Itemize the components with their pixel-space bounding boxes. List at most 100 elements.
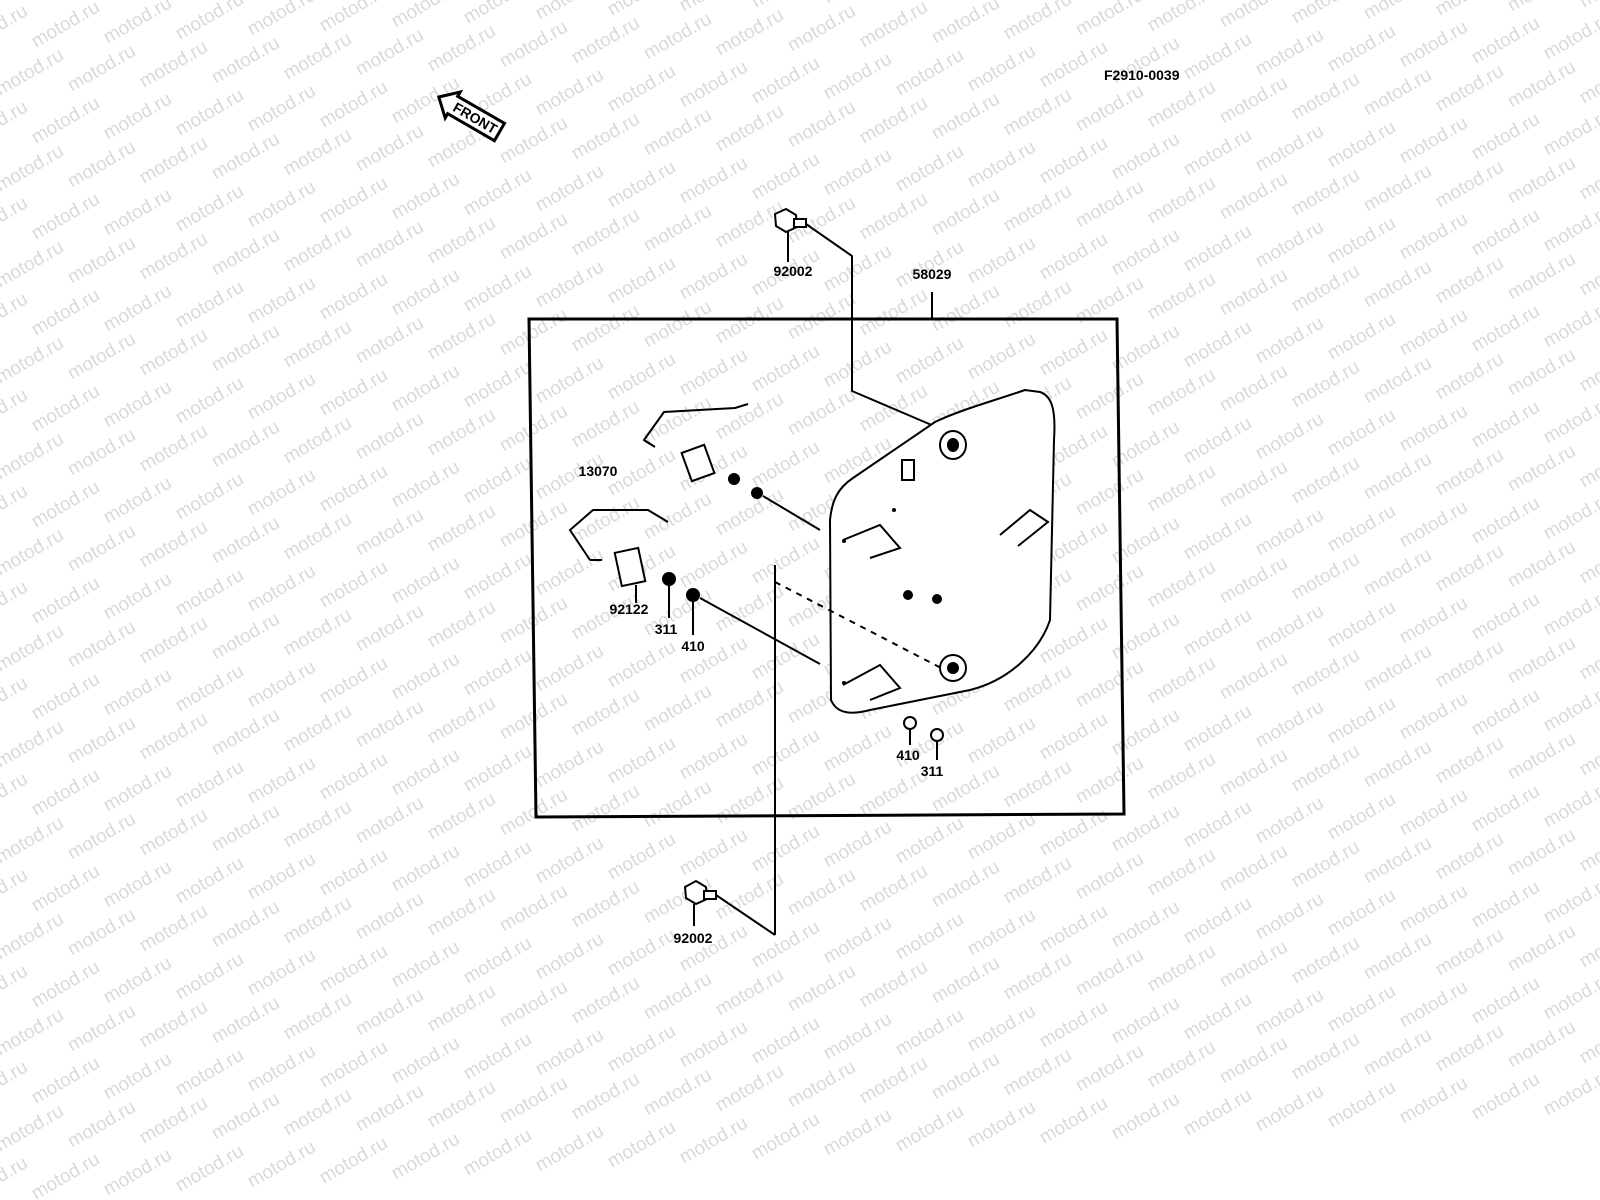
watermark-text: motod.ru: [1288, 69, 1363, 125]
watermark-text: motod.ru: [1000, 853, 1075, 909]
watermark-text: motod.ru: [28, 285, 103, 341]
watermark-text: motod.ru: [388, 937, 463, 993]
watermark-text: motod.ru: [712, 485, 787, 541]
watermark-text: motod.ru: [1360, 545, 1435, 601]
watermark-text: motod.ru: [424, 309, 499, 365]
watermark-text: motod.ru: [208, 897, 283, 953]
watermark-text: motod.ru: [1036, 901, 1111, 957]
watermark-text: motod.ru: [244, 273, 319, 329]
watermark-text: motod.ru: [100, 1049, 175, 1105]
watermark-text: motod.ru: [28, 669, 103, 725]
watermark-text: motod.ru: [1360, 833, 1435, 889]
watermark-text: motod.ru: [820, 913, 895, 969]
watermark-text: motod.ru: [172, 949, 247, 1005]
watermark-text: motod.ru: [1396, 593, 1471, 649]
watermark-text: motod.ru: [424, 693, 499, 749]
watermark-text: motod.ru: [1072, 465, 1147, 521]
watermark-text: motod.ru: [1216, 169, 1291, 225]
watermark-text: motod.ru: [424, 789, 499, 845]
watermark-text: motod.ru: [1468, 109, 1543, 165]
watermark-text: motod.ru: [856, 1053, 931, 1109]
watermark-text: motod.ru: [316, 845, 391, 901]
watermark-text: motod.ru: [1504, 0, 1579, 16]
watermark-text: motod.ru: [208, 705, 283, 761]
watermark-text: motod.ru: [316, 269, 391, 325]
watermark-text: motod.ru: [0, 621, 67, 677]
watermark-text: motod.ru: [100, 761, 175, 817]
watermark-text: motod.ru: [388, 841, 463, 897]
watermark-text: motod.ru: [640, 585, 715, 641]
watermark-text: motod.ru: [280, 989, 355, 1045]
watermark-text: motod.ru: [784, 289, 859, 345]
watermark-text: motod.ru: [1216, 553, 1291, 609]
watermark-text: motod.ru: [64, 905, 139, 961]
watermark-text: motod.ru: [1144, 845, 1219, 901]
watermark-text: motod.ru: [748, 341, 823, 397]
watermark-text: motod.ru: [0, 865, 31, 921]
watermark-text: motod.ru: [316, 365, 391, 421]
watermark-text: motod.ru: [1180, 797, 1255, 853]
watermark-text: motod.ru: [748, 53, 823, 109]
watermark-text: motod.ru: [1252, 889, 1327, 945]
watermark-text: motod.ru: [64, 41, 139, 97]
watermark-text: motod.ru: [280, 1085, 355, 1141]
watermark-text: motod.ru: [1360, 1025, 1435, 1081]
watermark-text: motod.ru: [1216, 457, 1291, 513]
watermark-text: motod.ru: [1504, 537, 1579, 593]
watermark-text: motod.ru: [1540, 489, 1600, 545]
watermark-text: motod.ru: [352, 601, 427, 657]
watermark-text: motod.ru: [1180, 509, 1255, 565]
watermark-text: motod.ru: [172, 1045, 247, 1101]
watermark-text: motod.ru: [1468, 205, 1543, 261]
mounting-plate: [828, 388, 1056, 742]
watermark-text: motod.ru: [964, 905, 1039, 961]
watermark-text: motod.ru: [856, 0, 931, 52]
watermark-text: motod.ru: [64, 425, 139, 481]
watermark-text: motod.ru: [1252, 409, 1327, 465]
watermark-text: motod.ru: [1468, 397, 1543, 453]
watermark-text: motod.ru: [316, 77, 391, 133]
watermark-text: motod.ru: [316, 941, 391, 997]
watermark-text: motod.ru: [1576, 341, 1600, 397]
watermark-text: motod.ru: [1504, 921, 1579, 977]
watermark-text: motod.ru: [1216, 649, 1291, 705]
watermark-text: motod.ru: [388, 457, 463, 513]
watermark-text: motod.ru: [604, 61, 679, 117]
watermark-text: motod.ru: [1072, 561, 1147, 617]
watermark-text: motod.ru: [496, 1073, 571, 1129]
watermark-text: motod.ru: [1072, 1041, 1147, 1097]
watermark-text: motod.ru: [532, 929, 607, 985]
watermark-text: motod.ru: [1252, 217, 1327, 273]
watermark-text: motod.ru: [496, 305, 571, 361]
watermark-text: motod.ru: [604, 925, 679, 981]
watermark-text: motod.ru: [784, 1057, 859, 1113]
watermark-text: motod.ru: [460, 1029, 535, 1085]
watermark-text: motod.ru: [1108, 801, 1183, 857]
watermark-text: motod.ru: [208, 993, 283, 1049]
watermark-text: motod.ru: [0, 141, 67, 197]
label-bolt-bottom: 92002: [674, 930, 713, 946]
watermark-text: motod.ru: [1108, 225, 1183, 281]
watermark-text: motod.ru: [28, 861, 103, 917]
watermark-text: motod.ru: [136, 901, 211, 957]
watermark-text: motod.ru: [1144, 0, 1219, 36]
watermark-text: motod.ru: [928, 857, 1003, 913]
watermark-text: motod.ru: [1144, 77, 1219, 133]
watermark-text: motod.ru: [604, 1117, 679, 1173]
watermark-text: motod.ru: [1432, 445, 1507, 501]
watermark-text: motod.ru: [1360, 929, 1435, 985]
watermark-text: motod.ru: [28, 93, 103, 149]
watermark-text: motod.ru: [640, 9, 715, 65]
watermark-text: motod.ru: [1324, 1077, 1399, 1133]
watermark-text: motod.ru: [1288, 549, 1363, 605]
watermark-text: motod.ru: [280, 509, 355, 565]
watermark-text: motod.ru: [892, 333, 967, 389]
watermark-text: motod.ru: [712, 101, 787, 157]
watermark-text: motod.ru: [604, 253, 679, 309]
watermark-text: motod.ru: [640, 297, 715, 353]
watermark-text: motod.ru: [640, 201, 715, 257]
watermark-text: motod.ru: [604, 0, 679, 20]
watermark-text: motod.ru: [100, 185, 175, 241]
watermark-text: motod.ru: [1360, 737, 1435, 793]
watermark-text: motod.ru: [460, 645, 535, 701]
